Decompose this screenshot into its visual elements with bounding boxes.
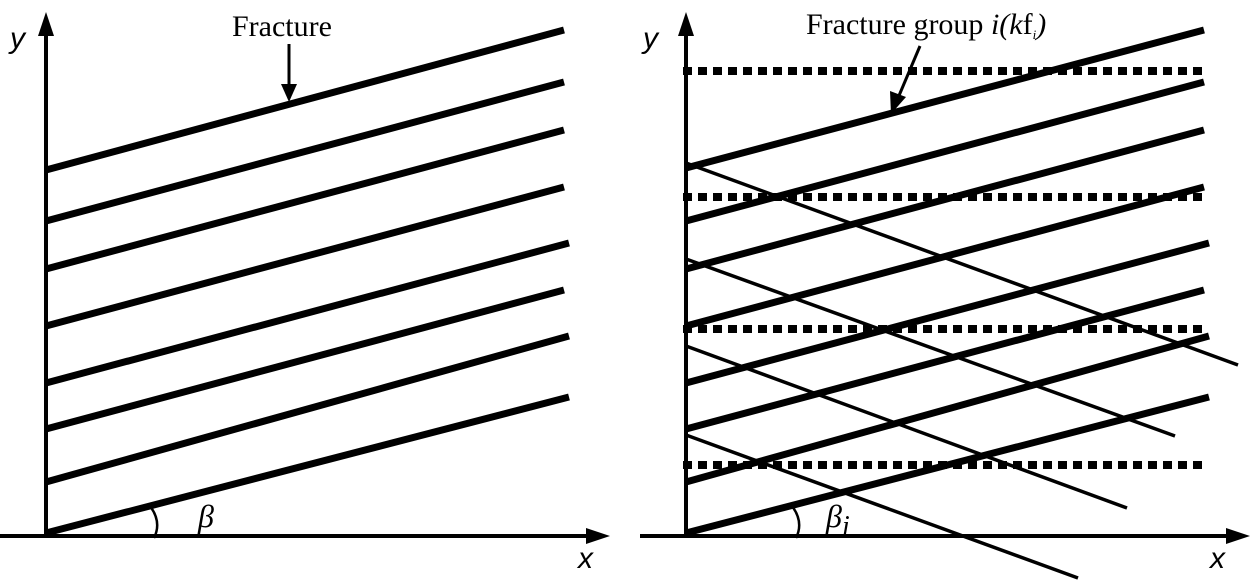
- fracture-line: [685, 286, 1205, 433]
- right-x-axis-label: x: [1208, 542, 1226, 575]
- fracture-line: [45, 126, 565, 273]
- left-y-axis-arrowhead: [38, 12, 54, 36]
- right-angle-arc: [790, 505, 801, 539]
- fracture-line: [685, 78, 1205, 225]
- left-x-axis-label: x: [576, 542, 594, 575]
- fracture-line: [45, 393, 570, 537]
- fracture-line: [685, 26, 1205, 172]
- group-label-sub: i: [1033, 27, 1037, 42]
- fracture-pointer-arrowhead: [281, 84, 297, 102]
- right-panel: y x Fracture group i(kfi) βi: [640, 8, 1250, 580]
- right-angle-subscript: i: [842, 511, 850, 542]
- group-label-close: ): [1034, 8, 1046, 41]
- left-fracture-lines: [45, 26, 570, 537]
- fracture-line: [45, 286, 565, 433]
- group-pointer-line: [896, 45, 922, 99]
- descending-line: [685, 344, 1128, 510]
- right-x-axis-arrowhead: [1226, 528, 1250, 544]
- fracture-line: [45, 332, 570, 486]
- group-pointer-arrowhead: [890, 91, 906, 114]
- fracture-line: [685, 126, 1205, 273]
- right-fracture-lines: [685, 26, 1210, 537]
- right-angle-symbol: β: [825, 498, 842, 534]
- right-y-axis-label: y: [641, 22, 660, 55]
- fracture-line: [45, 239, 570, 387]
- left-y-axis-label: y: [8, 22, 27, 55]
- fracture-line: [685, 239, 1210, 387]
- fracture-label: Fracture: [232, 10, 332, 43]
- left-angle-label: β: [197, 498, 214, 534]
- fracture-line: [45, 78, 565, 225]
- descending-line: [685, 257, 1176, 438]
- group-label-k: k: [1009, 8, 1023, 41]
- fracture-line: [685, 183, 1205, 330]
- left-x-axis-arrowhead: [586, 528, 610, 544]
- group-label-prefix: Fracture group: [806, 8, 991, 41]
- fracture-line: [685, 332, 1210, 486]
- fracture-line: [685, 393, 1210, 537]
- descending-fracture-lines: [685, 161, 1239, 580]
- right-y-axis-arrowhead: [678, 12, 694, 36]
- group-label-i: i(: [991, 8, 1011, 41]
- left-panel: y x Fracture β: [0, 10, 610, 575]
- fracture-line: [45, 26, 565, 174]
- fracture-group-label: Fracture group i(kfi): [806, 8, 1046, 42]
- right-angle-label: βi: [825, 498, 850, 542]
- descending-line: [685, 433, 1079, 580]
- fracture-line: [45, 183, 565, 330]
- left-angle-arc: [148, 505, 159, 539]
- group-label-f: f: [1023, 8, 1033, 41]
